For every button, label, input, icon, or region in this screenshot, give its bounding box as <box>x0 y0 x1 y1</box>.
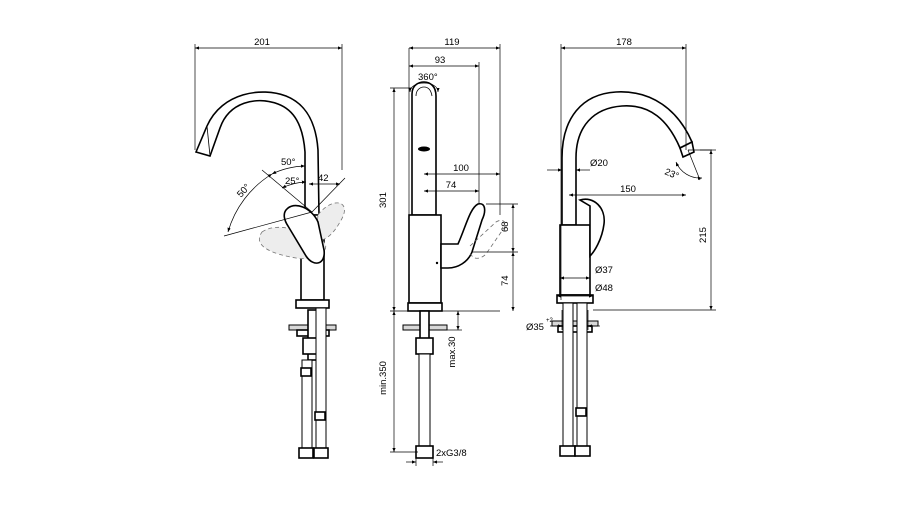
side-hose <box>418 353 431 447</box>
front-arc-50-outer <box>227 173 273 233</box>
front-connector-left <box>298 447 314 459</box>
rear-dim-dia-48: Ø48 <box>595 283 613 294</box>
side-aerator <box>418 146 430 152</box>
rear-view: 178 Ø20 23° 150 215 Ø37 Ø48 Ø35 +2 <box>526 37 716 457</box>
rear-spout-tip <box>679 140 695 159</box>
side-body <box>408 214 442 304</box>
rear-gasket-lower <box>557 325 593 333</box>
rear-hose-right <box>576 302 588 447</box>
rear-dim-dia-20: Ø20 <box>590 158 608 169</box>
front-dim-201: 201 <box>254 37 270 48</box>
front-spout <box>194 91 320 216</box>
front-dim-50-top: 50° <box>281 157 296 168</box>
side-lever <box>440 202 486 269</box>
rear-connector-left <box>559 445 576 457</box>
front-arc-25 <box>281 180 307 189</box>
side-dim-301: 301 <box>378 192 389 208</box>
side-dim-min-350: min.350 <box>378 361 389 395</box>
front-view: 201 50° 50° 25° 42 <box>194 37 346 459</box>
rear-dim-dia-37: Ø37 <box>595 265 613 276</box>
side-dim-119: 119 <box>444 37 459 48</box>
rear-dim-150: 150 <box>620 184 636 195</box>
front-connector-right <box>313 447 329 459</box>
side-dim-68: 68 <box>500 221 511 232</box>
side-dim-connection: 2xG3/8 <box>436 448 467 459</box>
front-spout-tip <box>195 125 211 157</box>
front-base-ring <box>295 299 330 309</box>
rear-dim-215: 215 <box>698 227 709 243</box>
side-rotation-arc <box>408 82 440 93</box>
rear-spout <box>561 91 694 226</box>
side-lever-ghost <box>469 220 506 259</box>
front-dim-42: 42 <box>318 173 329 184</box>
rear-hose-label <box>575 407 587 417</box>
side-indicator-dot <box>435 261 439 265</box>
rear-dim-178: 178 <box>616 37 632 48</box>
side-dim-max-30: max.30 <box>447 336 458 367</box>
side-dim-74-horizontal: 74 <box>446 180 457 191</box>
rear-dim-hole-35: Ø35 <box>526 322 544 333</box>
rear-lever <box>578 198 605 258</box>
front-hose-label <box>300 367 312 377</box>
front-arc-50-top <box>271 164 306 175</box>
front-dim-50-outer: 50° <box>235 182 253 200</box>
side-dim-100: 100 <box>453 163 469 174</box>
rear-body <box>559 224 591 296</box>
side-nut <box>415 337 434 355</box>
front-hose-right <box>315 307 327 449</box>
side-connector <box>415 445 434 459</box>
side-dim-360: 360° <box>418 72 438 83</box>
rear-hose-left <box>562 302 574 447</box>
side-base-ring <box>407 302 443 312</box>
rear-dim-hole-tolerance: +2 <box>546 318 554 324</box>
front-hose-label-2 <box>314 411 326 421</box>
side-view: 119 93 360° 301 100 74 68 74 min.350 ma <box>378 37 518 466</box>
rear-arc-23 <box>675 161 703 180</box>
side-dim-93: 93 <box>435 55 446 66</box>
rear-dim-angle-23: 23° <box>663 167 681 183</box>
side-dim-74-vertical: 74 <box>500 275 511 286</box>
rear-connector-right <box>574 445 591 457</box>
front-dim-25: 25° <box>285 176 300 187</box>
front-lever <box>283 204 325 264</box>
